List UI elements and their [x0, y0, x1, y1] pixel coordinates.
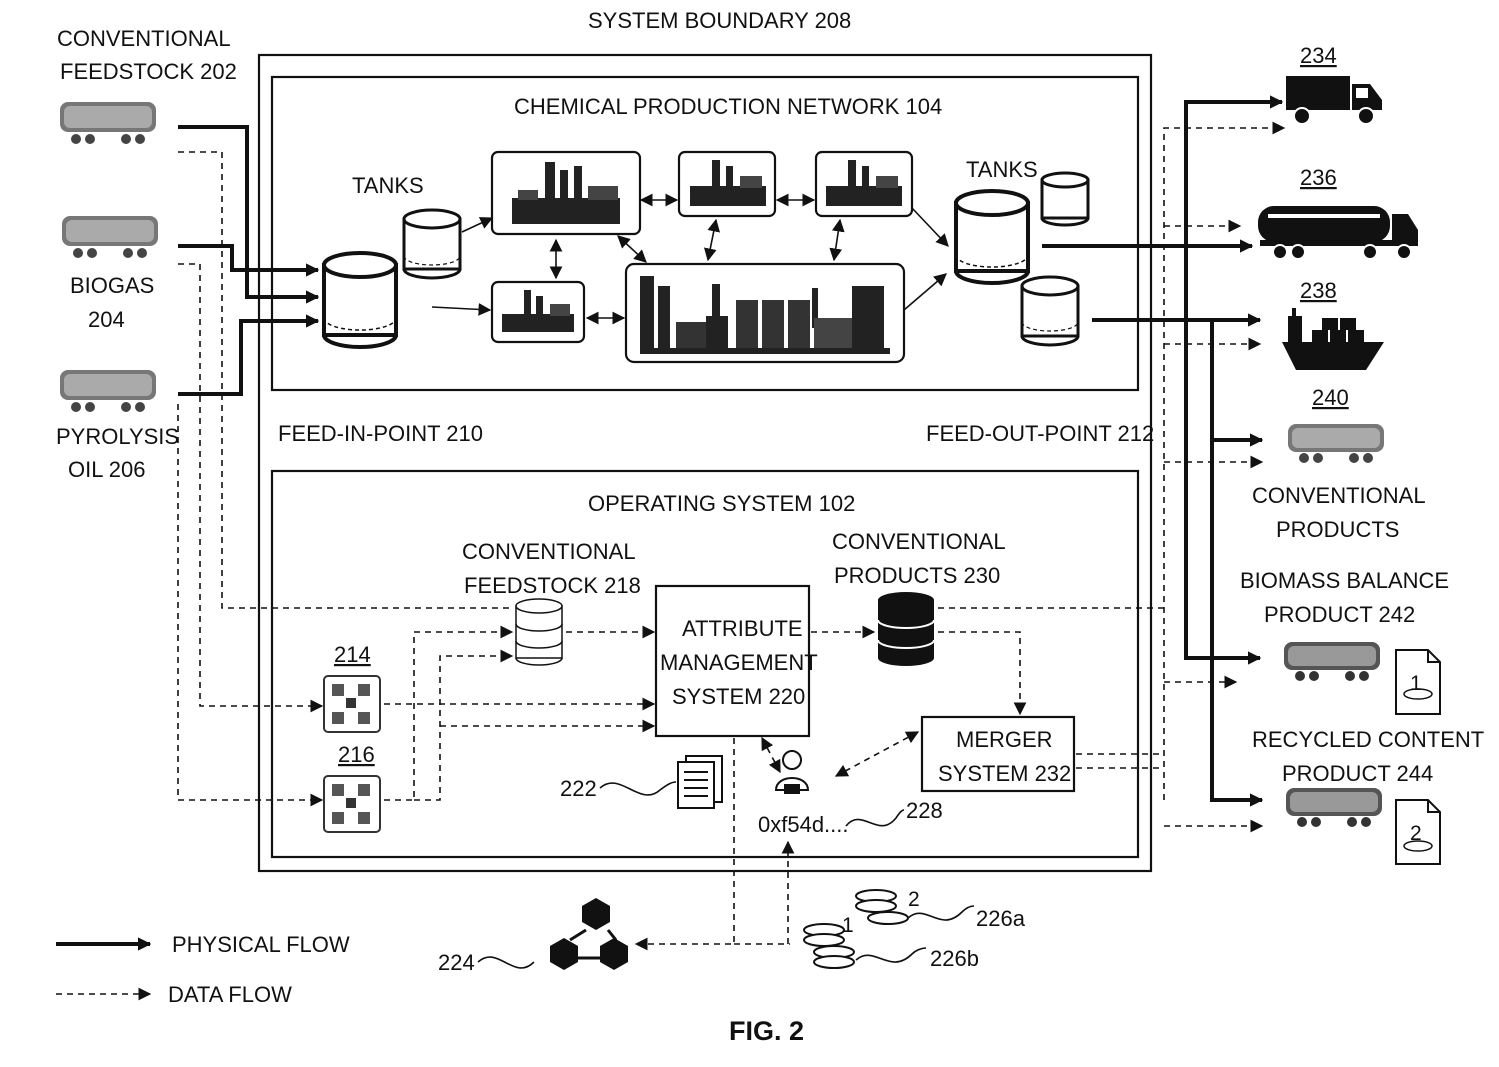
- ref-214: 214: [334, 642, 371, 667]
- plant-unit-2: [679, 152, 775, 216]
- main-plant-complex: [626, 264, 904, 362]
- physical-flow-line: [1186, 246, 1260, 658]
- cpn-label: CHEMICAL PRODUCTION NETWORK 104: [514, 94, 942, 119]
- physical-flow-line: [904, 274, 946, 310]
- ship-icon: [1282, 308, 1384, 370]
- database-icon-light: [516, 599, 562, 665]
- squiggle-leader: [846, 810, 904, 826]
- squiggle-leader: [600, 782, 676, 795]
- railcar-icon: [1288, 424, 1384, 463]
- ref-240: 240: [1312, 385, 1349, 410]
- physical-flow-line: [708, 220, 716, 260]
- plant-unit-3: [816, 152, 912, 216]
- ref-222: 222: [560, 776, 597, 801]
- digital-twin-icon: [324, 676, 380, 732]
- railcar-icon: [60, 370, 156, 412]
- conventional-feedstock-ref: FEEDSTOCK 202: [60, 59, 237, 84]
- biogas-label: BIOGAS: [70, 273, 154, 298]
- tanker-truck-icon: [1258, 206, 1418, 259]
- biogas-ref: 204: [88, 307, 125, 332]
- system-boundary-label: SYSTEM BOUNDARY 208: [588, 8, 851, 33]
- recycled-content-label: RECYCLED CONTENT: [1252, 727, 1484, 752]
- token-stack-icon: [856, 890, 908, 924]
- certificate-document-icon: 1: [1396, 650, 1440, 714]
- token-number-2: 2: [908, 888, 920, 911]
- pyrolysis-oil-label: PYROLYSIS: [56, 424, 179, 449]
- certificate-document-icon: 2: [1396, 800, 1440, 864]
- blockchain-icon: [550, 898, 628, 970]
- conventional-products-label-2: PRODUCTS: [1276, 517, 1399, 542]
- ref-238: 238: [1300, 278, 1337, 303]
- railcar-icon: [60, 102, 156, 144]
- ref-224: 224: [438, 950, 475, 975]
- pyrolysis-oil-ref: OIL 206: [68, 457, 145, 482]
- tanks-right-label: TANKS: [966, 157, 1038, 182]
- physical-flow-line: [618, 236, 646, 262]
- digital-twin-icon: [324, 776, 380, 832]
- small-tank-icon: [1042, 173, 1088, 225]
- squiggle-leader: [856, 948, 926, 962]
- railcar-icon: [62, 216, 158, 258]
- feed-in-point-label: FEED-IN-POINT 210: [278, 421, 483, 446]
- user-icon: [776, 751, 808, 794]
- railcar-icon: [1284, 642, 1380, 681]
- recycled-content-ref: PRODUCT 244: [1282, 761, 1433, 786]
- token-number-1: 1: [842, 914, 854, 937]
- physical-flow-line: [432, 307, 490, 310]
- ref-226a: 226a: [976, 906, 1026, 931]
- data-flow-line: [762, 738, 780, 772]
- ref-234: 234: [1300, 43, 1337, 68]
- plant-unit-4: [492, 282, 584, 342]
- data-flow-line: [178, 264, 322, 706]
- ams-label-1: ATTRIBUTE: [682, 616, 803, 641]
- data-flow-line: [414, 656, 512, 800]
- small-tank-icon: [404, 210, 460, 278]
- data-flow-line: [836, 732, 918, 776]
- ams-label-2: MANAGEMENT: [660, 650, 818, 675]
- conventional-products-230-label: CONVENTIONAL: [832, 529, 1006, 554]
- large-tank-icon: [324, 253, 396, 347]
- physical-flow-line: [834, 220, 840, 260]
- document-stack-icon: [678, 756, 722, 808]
- railcar-icon: [1286, 788, 1382, 827]
- data-flow-line: [384, 632, 512, 800]
- conventional-feedstock-218-label: CONVENTIONAL: [462, 539, 636, 564]
- feed-out-point-label: FEED-OUT-POINT 212: [926, 421, 1154, 446]
- conventional-products-230-ref: PRODUCTS 230: [834, 563, 1000, 588]
- ams-label-3: SYSTEM 220: [672, 684, 805, 709]
- doc-number-1: 1: [1410, 672, 1422, 695]
- ref-236: 236: [1300, 165, 1337, 190]
- conventional-feedstock-218-ref: FEEDSTOCK 218: [464, 573, 641, 598]
- figure-caption: FIG. 2: [729, 1016, 804, 1046]
- wallet-address: 0xf54d....: [758, 812, 849, 837]
- legend-physical-label: PHYSICAL FLOW: [172, 932, 350, 957]
- merger-label-2: SYSTEM 232: [938, 761, 1071, 786]
- conventional-feedstock-label: CONVENTIONAL: [57, 26, 231, 51]
- legend-data-label: DATA FLOW: [168, 982, 292, 1007]
- physical-flow-line: [912, 208, 948, 246]
- doc-number-2: 2: [1410, 822, 1422, 845]
- biomass-balance-label: BIOMASS BALANCE: [1240, 568, 1449, 593]
- ref-226b: 226b: [930, 946, 979, 971]
- biomass-balance-ref: PRODUCT 242: [1264, 602, 1415, 627]
- merger-label-1: MERGER: [956, 727, 1053, 752]
- data-flow-line: [938, 632, 1020, 714]
- physical-flow-line: [462, 218, 492, 232]
- operating-system-label: OPERATING SYSTEM 102: [588, 491, 855, 516]
- large-tank-icon: [956, 191, 1028, 283]
- ref-216: 216: [338, 742, 375, 767]
- ref-228: 228: [906, 798, 943, 823]
- truck-icon: [1286, 76, 1382, 124]
- database-icon-dark: [878, 592, 934, 666]
- plant-unit-1: [492, 152, 640, 234]
- tanks-left-label: TANKS: [352, 173, 424, 198]
- squiggle-leader: [478, 957, 534, 968]
- conventional-products-label: CONVENTIONAL: [1252, 483, 1426, 508]
- physical-flow-line: [178, 321, 318, 394]
- small-tank-icon: [1022, 277, 1078, 345]
